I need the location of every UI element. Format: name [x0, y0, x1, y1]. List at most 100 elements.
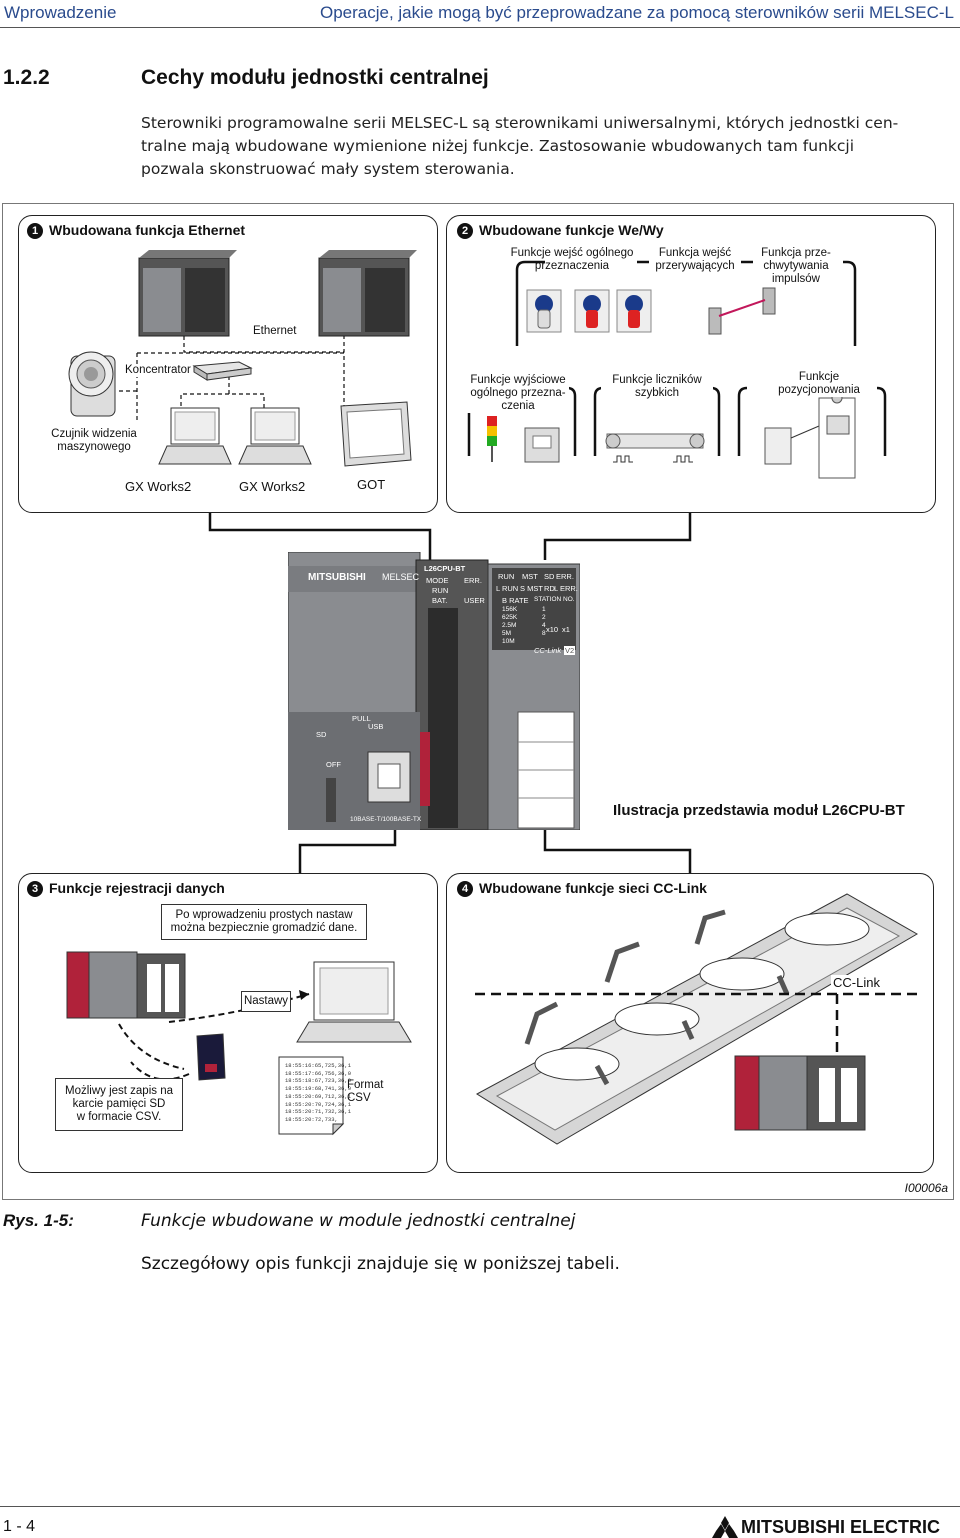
- footer-brand: MITSUBISHI ELECTRIC: [741, 1517, 941, 1537]
- csv-format-label-1: Format: [347, 1079, 384, 1091]
- general-output-label: Funkcje wyjściowe ogólnego przezna- czen…: [467, 374, 569, 413]
- cc-lrun: L RUN: [496, 584, 519, 593]
- datalogging-diagram: [66, 951, 412, 1136]
- plc-caption: Ilustracja przedstawia moduł L26CPU-BT: [613, 802, 905, 819]
- header-rule: [0, 27, 960, 28]
- datalogging-note-1: Po wprowadzeniu prostych nastaw: [175, 909, 353, 921]
- cclink-label: CC-Link: [831, 975, 882, 990]
- figure-caption: Funkcje wbudowane w module jednostki cen…: [141, 1211, 576, 1231]
- cc-lerr: L ERR.: [554, 584, 578, 593]
- panel-title-text: Wbudowana funkcja Ethernet: [49, 222, 246, 238]
- csv-document-icon: [278, 1056, 345, 1136]
- interrupt-input-label-1: Funkcja wejść: [658, 247, 732, 259]
- plc-model: L26CPU-BT: [424, 564, 466, 573]
- positioning-label-1: Funkcje: [798, 371, 840, 383]
- section-title: Cechy modułu jednostki centralnej: [141, 66, 489, 89]
- csv-line: 18:55:19:68,741,36,0: [285, 1085, 352, 1093]
- io-diagram: [467, 260, 887, 479]
- plc-station: STATION NO.: [534, 596, 575, 603]
- cclink-diagram: [475, 893, 918, 1145]
- plc-sd: SD: [316, 730, 327, 739]
- pc-1-label: GX Works2: [125, 479, 192, 494]
- high-speed-counter-label: Funkcje liczników szybkich: [601, 374, 713, 400]
- plc-mode: MODE: [426, 576, 449, 585]
- body-text: Szczegółowy opis funkcji znajduje się w …: [141, 1254, 620, 1274]
- datalogging-note: Po wprowadzeniu prostych nastaw można be…: [161, 904, 367, 940]
- plc-body: [288, 552, 580, 830]
- figure-label: Rys. 1-5:: [3, 1211, 74, 1230]
- encoder-icon: [605, 433, 705, 463]
- pulse-catch-label-1: Funkcja prze-: [761, 247, 831, 259]
- plc-brand: MITSUBISHI: [308, 572, 366, 583]
- panel-title-text: Wbudowane funkcje sieci CC-Link: [479, 880, 707, 896]
- intro-line-3: pozwala skonstruować mały system sterowa…: [141, 160, 515, 178]
- general-output-label-2: ogólnego przezna-: [470, 387, 566, 399]
- positioning-axis-icon: [764, 392, 856, 479]
- panel-io-title: 2 Wbudowane funkcje We/Wy: [457, 222, 664, 239]
- high-speed-counter-label-1: Funkcje liczników: [612, 374, 702, 386]
- cc-run: RUN: [498, 572, 515, 581]
- plc-module-illustration: MITSUBISHI MELSEC L26CPU-BT MODE RUN BAT…: [288, 552, 580, 830]
- pulse-catch-label: Funkcja prze- chwytywania impulsów: [751, 247, 841, 286]
- mitsubishi-logo-icon: [712, 1516, 738, 1538]
- vision-sensor-label-line2: maszynowego: [57, 441, 131, 453]
- sd-card-note-1: Możliwy jest zapis na: [64, 1085, 173, 1097]
- switch-3-icon: [616, 289, 652, 333]
- plc-port: 10BASE-T/100BASE-TX: [350, 816, 422, 823]
- plc-v2: V2: [564, 646, 576, 655]
- cc-err: ERR.: [556, 572, 574, 581]
- settings-label: Nastawy: [241, 991, 291, 1012]
- laptop-3-icon: [296, 961, 412, 1043]
- csv-format-label: Format CSV: [347, 1079, 383, 1105]
- panel-cclink-title: 4 Wbudowane funkcje sieci CC-Link: [457, 880, 711, 897]
- plc-unit-2-icon: [318, 250, 417, 337]
- got-label: GOT: [357, 477, 386, 492]
- plc-pull: PULL: [352, 714, 371, 723]
- datalogging-note-2: można bezpiecznie gromadzić dane.: [170, 922, 358, 934]
- plc-b-rate: B RATE: [502, 596, 529, 605]
- csv-line: 18:55:20:71,732,36,1: [285, 1108, 352, 1116]
- plc-x10: x10: [546, 625, 559, 634]
- panel-ethernet: 1 Wbudowana funkcja Ethernet: [18, 215, 438, 513]
- intro-line-2: tralne mają wbudowane wymienione niżej f…: [141, 137, 855, 155]
- vision-sensor-icon: [68, 351, 116, 417]
- interrupt-input-label-2: przerywających: [655, 260, 735, 272]
- panel-number: 1: [27, 223, 43, 239]
- csv-line: 18:55:20:70,724,36,1: [285, 1100, 352, 1108]
- panel-number: 4: [457, 881, 473, 897]
- plc-unit-1-icon: [138, 250, 237, 337]
- general-output-label-1: Funkcje wyjściowe: [470, 374, 566, 386]
- sd-card-note: Możliwy jest zapis na karcie pamięci SD …: [55, 1078, 183, 1131]
- positioning-label-2: pozycjonowania: [778, 384, 860, 396]
- csv-line: 18:55:18:67,723,36,0: [285, 1077, 352, 1085]
- intro-line-1: Sterowniki programowalne serii MELSEC-L …: [141, 114, 899, 132]
- plc-cclink: CC-Link: [534, 646, 562, 655]
- laser-sensor-icon: [708, 287, 776, 335]
- high-speed-counter-label-2: szybkich: [634, 387, 680, 399]
- plc-station-values: 1 2 4 8: [542, 606, 546, 637]
- plc-rates: 156K 625K 2.5M 5M 10M: [502, 606, 518, 645]
- plc-user: USER: [464, 596, 485, 605]
- panel-number: 2: [457, 223, 473, 239]
- figure-id: I00006a: [904, 1181, 948, 1195]
- csv-line: 18:55:20:69,712,36,1: [285, 1092, 352, 1100]
- intro-paragraph: Sterowniki programowalne serii MELSEC-L …: [141, 112, 956, 181]
- connection-lines: [208, 512, 692, 873]
- signal-tower-icon: [487, 416, 497, 462]
- laptop-1-icon: [158, 407, 232, 465]
- csv-format-label-2: CSV: [347, 1092, 371, 1104]
- panel-title-text: Wbudowane funkcje We/Wy: [479, 222, 664, 238]
- switch-1-icon: [526, 289, 562, 333]
- csv-line: 18:55:16:65,725,36,1: [285, 1062, 352, 1069]
- panel-number: 3: [27, 881, 43, 897]
- general-input-label: Funkcje wejść ogólnego przeznaczenia: [505, 247, 639, 273]
- pc-2-label: GX Works2: [239, 479, 306, 494]
- cc-sd: SD: [544, 572, 555, 581]
- laptop-2-icon: [238, 407, 312, 465]
- csv-line: 18:55:17:66,756,36,0: [285, 1069, 352, 1077]
- general-output-label-3: czenia: [501, 400, 535, 412]
- hub-label: Koncentrator: [125, 364, 191, 377]
- switch-2-icon: [574, 289, 610, 333]
- plc-unit-4-icon: [734, 1055, 866, 1131]
